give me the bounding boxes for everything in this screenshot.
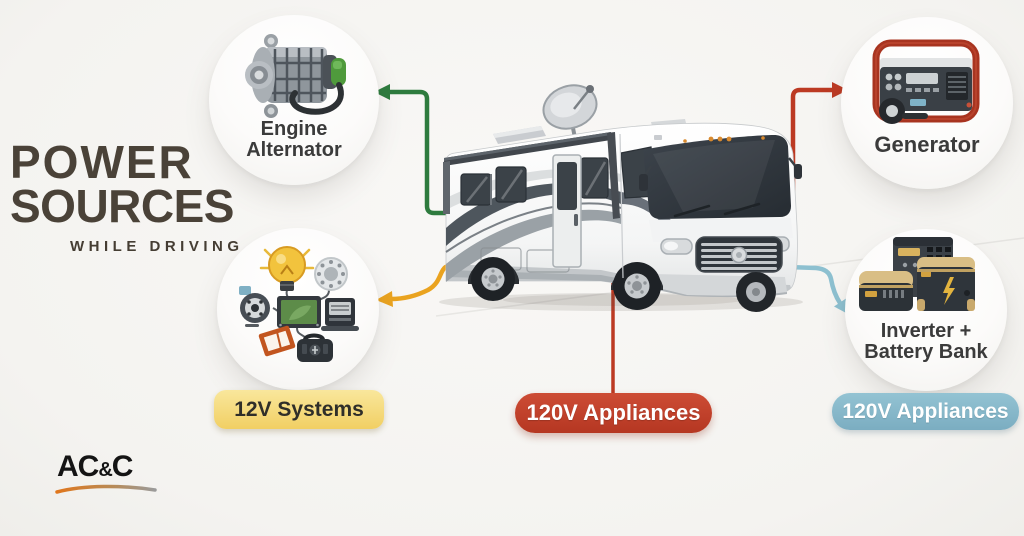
awning xyxy=(443,132,620,219)
grille xyxy=(695,236,783,273)
arrow-engine-alternator xyxy=(374,84,447,216)
title-block: POWER SOURCES WHILE DRIVING xyxy=(10,136,244,255)
node-label: Generator xyxy=(874,132,980,157)
clock-icon xyxy=(314,257,348,291)
generator-icon xyxy=(872,39,980,124)
pill-label: 12V Systems xyxy=(234,397,364,421)
node-engine-alternator: Engine Alternator xyxy=(209,15,379,185)
arrow-generator xyxy=(790,82,848,214)
node-label: Engine Alternator xyxy=(246,118,342,161)
node-inverter-battery: Inverter + Battery Bank xyxy=(845,229,1007,391)
pill-120v-appliances-center: 120V Appliances xyxy=(515,393,712,433)
arrow-12v-systems xyxy=(376,263,458,307)
radio-icon xyxy=(321,298,359,331)
mirrors xyxy=(639,157,802,191)
entry-door xyxy=(552,154,582,268)
node-label: Inverter + Battery Bank xyxy=(864,320,988,363)
battery-right xyxy=(917,257,975,311)
pump-icon xyxy=(239,286,270,327)
pill-label: 120V Appliances xyxy=(842,399,1009,423)
monitor-icon xyxy=(277,296,321,328)
wheels xyxy=(468,257,776,312)
portable-device-icon xyxy=(297,333,333,362)
map-icon xyxy=(258,325,296,357)
rv-illustration xyxy=(439,84,803,312)
satellite-dish-icon xyxy=(542,84,598,149)
bulb-icon xyxy=(259,246,315,291)
inverter-battery-icon xyxy=(859,237,975,311)
engine-alternator-icon xyxy=(245,34,346,118)
title-line-2: SOURCES xyxy=(10,179,234,232)
logo-swoosh xyxy=(55,484,157,494)
12v-devices-icon xyxy=(239,246,359,362)
title-line-1: POWER xyxy=(10,136,194,188)
pill-12v-systems: 12V Systems xyxy=(214,390,384,429)
brand-logo-text: AC&C xyxy=(57,450,133,483)
node-12v-systems xyxy=(217,228,379,390)
marker-lights xyxy=(683,136,765,143)
battery-left xyxy=(859,271,913,311)
windshield xyxy=(643,135,791,219)
arrow-inverter xyxy=(787,264,848,314)
brand-logo: AC&C xyxy=(55,450,157,495)
pill-120v-appliances-inverter: 120V Appliances xyxy=(832,393,1019,430)
title-tagline: WHILE DRIVING xyxy=(70,237,244,255)
node-generator: Generator xyxy=(841,17,1013,189)
pill-label: 120V Appliances xyxy=(526,400,701,425)
